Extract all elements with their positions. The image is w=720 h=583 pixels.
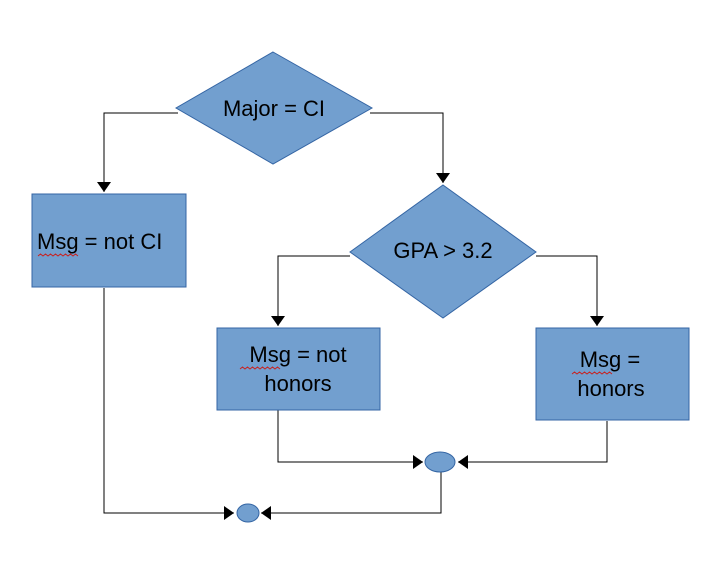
spellcheck-underline [37, 253, 79, 257]
label-remainder: = not CI [79, 229, 163, 254]
edge-not-ci-to-outer-connector [103, 288, 234, 520]
edge-inner-to-outer-connector [261, 472, 442, 520]
process-not-ci-label: Msg = not CI [37, 229, 162, 254]
process-box [216, 327, 381, 411]
label-remainder: = [621, 347, 640, 372]
decision-gpa-label: GPA > 3.2 [393, 238, 492, 263]
spellcheck-underline [239, 366, 281, 370]
process-box [535, 327, 690, 421]
decision-diamond [349, 184, 537, 319]
connector-lines [97, 112, 608, 520]
spellchecked-word: Msg [580, 347, 622, 372]
spellchecked-word: Msg [249, 342, 291, 367]
decision-diamond [174, 51, 374, 165]
merge-connector-inner [424, 451, 456, 473]
edge-major-to-not-ci [97, 112, 178, 192]
edge-gpa-to-not-honors [271, 255, 350, 326]
edge-not-honors-to-inner-connector [277, 410, 423, 469]
decision-gpa: GPA > 3.2 [349, 184, 537, 319]
process-msg-honors: Msg = honors [535, 327, 690, 421]
label-remainder: = not [291, 342, 347, 367]
process-honors-line1: Msg = [580, 347, 641, 372]
process-msg-not-honors: Msg = not honors [216, 327, 381, 411]
decision-major-label: Major = CI [223, 96, 325, 121]
edge-gpa-to-honors [536, 255, 604, 326]
process-honors-line2: honors [577, 376, 644, 401]
merge-connector-outer [236, 503, 260, 523]
process-not-honors-line1: Msg = not [249, 342, 346, 367]
process-box [31, 193, 187, 288]
spellchecked-word: Msg [37, 229, 79, 254]
process-msg-not-ci: Msg = not CI [31, 193, 187, 288]
spellcheck-underline [571, 371, 613, 375]
process-not-honors-line2: honors [264, 371, 331, 396]
edge-honors-to-inner-connector [458, 421, 608, 469]
edge-major-to-gpa [370, 112, 450, 183]
decision-major-ci: Major = CI [174, 51, 374, 165]
